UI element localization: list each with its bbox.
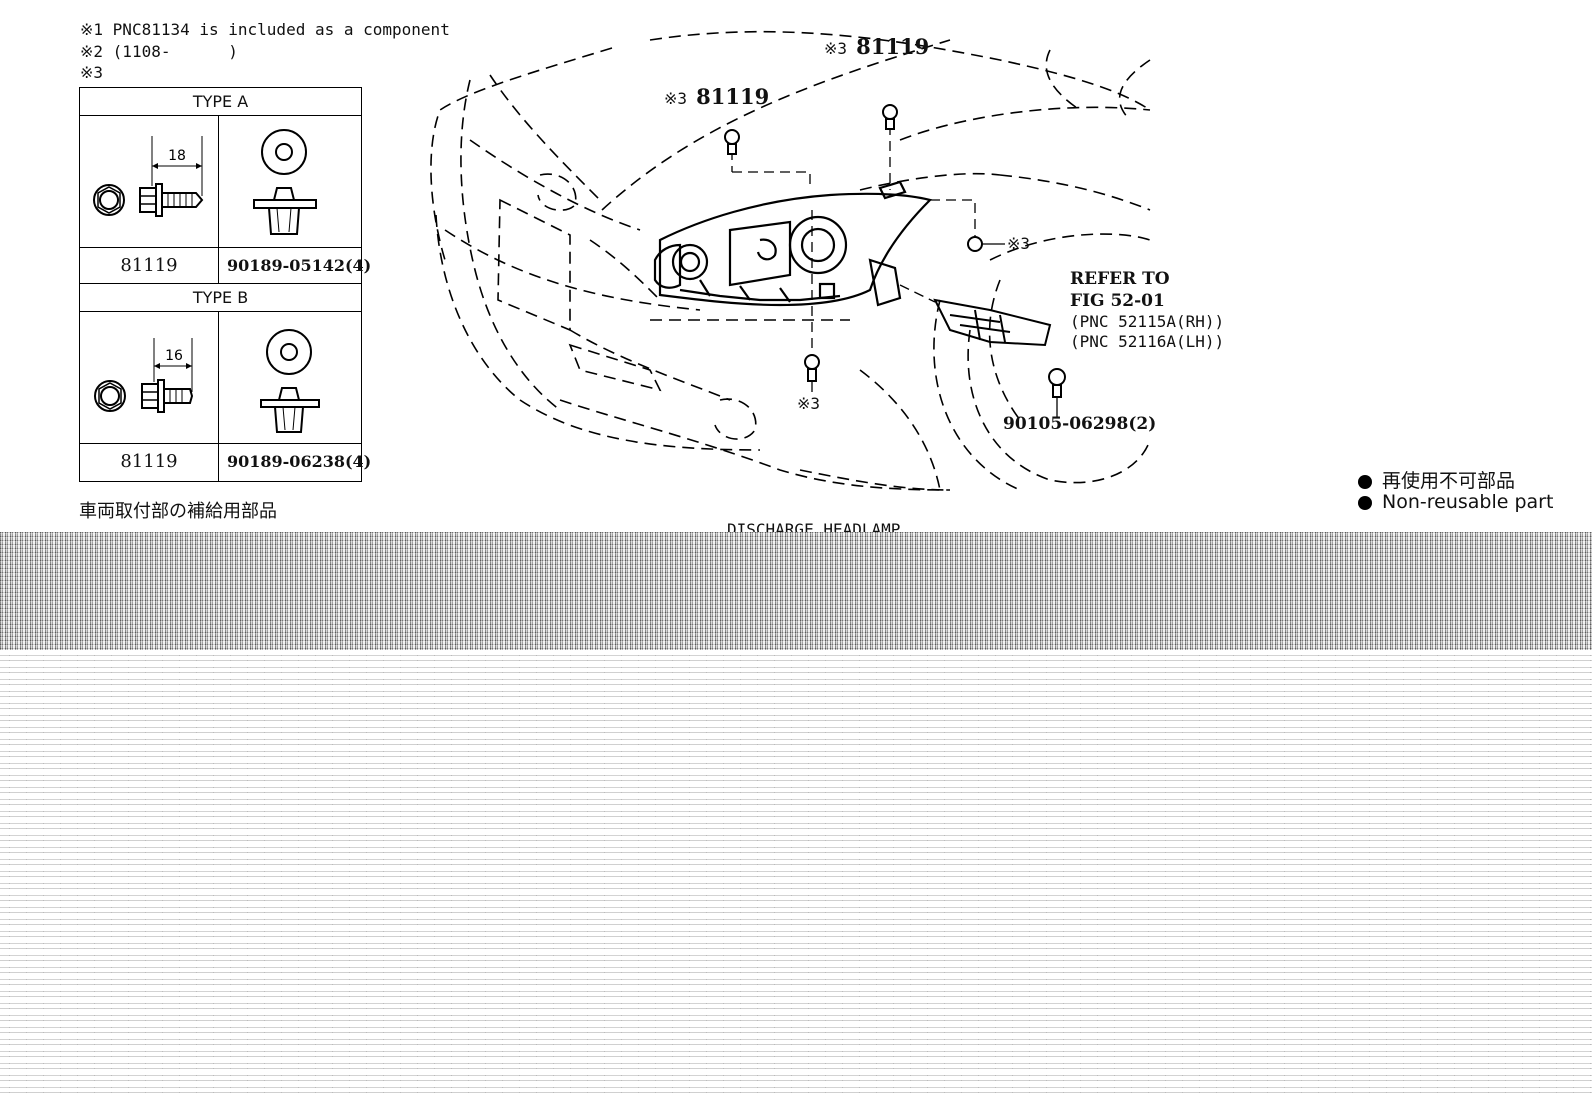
mounting-bracket <box>933 298 1052 347</box>
refer-to-callout: REFER TO FIG 52-01 (PNC 52115A(RH)) (PNC… <box>1070 268 1224 352</box>
callout-top-pn: 81119 <box>856 34 930 59</box>
type-a-bolt-pn: 81119 <box>80 248 219 283</box>
type-a-clip-pn: 90189-05142(4) <box>227 256 372 275</box>
type-b-clip-cell <box>219 312 361 443</box>
callout-left-pn: 81119 <box>696 84 770 109</box>
refer-line-1: REFER TO <box>1070 269 1170 289</box>
fastener-type-table: TYPE A 18 <box>79 87 372 482</box>
type-b-part-numbers: 81119 90189-06238(4) <box>80 444 372 482</box>
type-b-dimension: 16 <box>165 348 183 364</box>
type-a-part-numbers: 81119 90189-05142(4) <box>80 248 372 284</box>
type-b-bolt-cell: 16 <box>80 312 219 443</box>
type-a-images: 18 <box>80 116 361 248</box>
legend-jp-text: 再使用不可部品 <box>1382 470 1516 492</box>
refer-line-2: FIG 52-01 <box>1070 291 1165 311</box>
type-b-bolt-icon: 16 <box>94 338 194 413</box>
callout-bottom-ref: ※3 <box>797 394 821 413</box>
legend-en: Non-reusable part <box>1358 491 1553 513</box>
type-b-clip-pn: 90189-06238(4) <box>227 452 372 471</box>
image-noise-area <box>0 650 1592 1099</box>
callout-top-ref: ※3 <box>824 39 848 58</box>
type-a-clip-icon <box>253 129 317 235</box>
legend-dot-icon <box>1358 495 1372 510</box>
note-3: ※3 <box>80 63 104 82</box>
type-b-title: TYPE B <box>80 284 361 312</box>
note-2: ※2 (1108- ) <box>80 42 238 61</box>
refer-line-3: (PNC 52115A(RH)) <box>1070 312 1225 331</box>
callout-mid-ref: ※3 <box>1007 234 1031 253</box>
type-b-bolt-pn: 81119 <box>80 444 219 482</box>
image-noise-band <box>0 532 1592 650</box>
vehicle-body-outline <box>430 30 1151 491</box>
bracket-bolt-pn: 90105-06298(2) <box>1003 414 1157 434</box>
type-a-clip-cell <box>219 116 361 247</box>
type-a-bolt-cell: 18 <box>80 116 219 247</box>
callout-left: ※3 81119 <box>664 84 769 109</box>
leader-lines <box>731 125 976 352</box>
legend-en-text: Non-reusable part <box>1382 491 1554 513</box>
callout-top: ※3 81119 <box>824 34 929 59</box>
type-a-dimension: 18 <box>168 148 186 164</box>
type-b-images: 16 <box>80 312 361 444</box>
fasteners <box>724 104 1066 398</box>
short-leaders <box>811 243 1058 418</box>
legend-dot-icon <box>1358 474 1372 489</box>
note-1: ※1 PNC81134 is included as a component <box>80 20 450 39</box>
legend-jp: 再使用不可部品 <box>1358 466 1515 493</box>
footer-jp-note: 車両取付部の補給用部品 <box>79 501 277 522</box>
type-a-bolt-icon: 18 <box>93 136 204 217</box>
headlamp-assembly <box>653 180 933 307</box>
refer-line-4: (PNC 52116A(LH)) <box>1070 332 1225 351</box>
type-b-clip-icon <box>260 329 320 433</box>
headlamp-exploded-diagram <box>430 30 1151 491</box>
callout-left-ref: ※3 <box>664 89 688 108</box>
type-a-title: TYPE A <box>80 88 361 116</box>
